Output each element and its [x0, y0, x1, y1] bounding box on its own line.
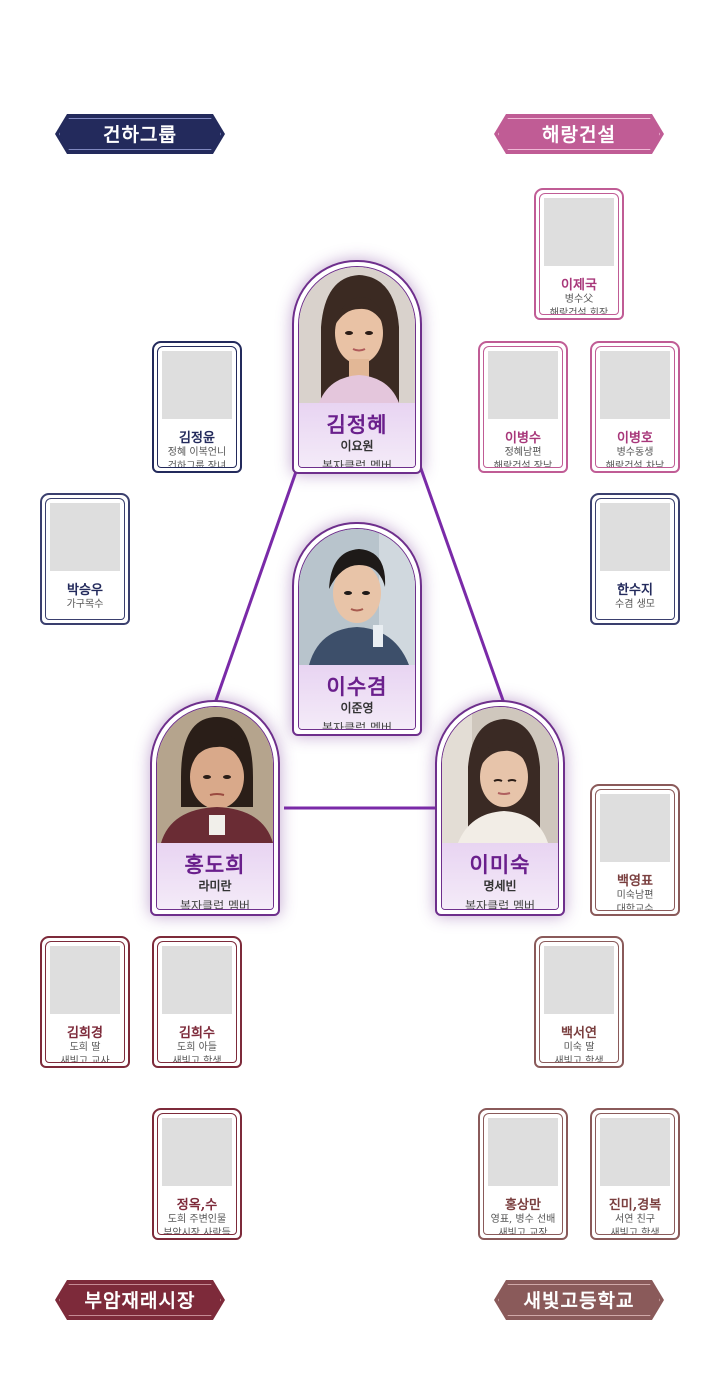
main-name: 이수겸	[326, 674, 388, 699]
card-role: 가구목수	[66, 599, 104, 610]
card-name: 이병호	[617, 431, 653, 446]
line-kim-hong	[212, 465, 300, 707]
group-label-saebit-text: 새빛고등학교	[498, 1284, 660, 1316]
group-label-buam: 부암재래시장	[55, 1280, 225, 1320]
card-youngpyo: 백영표 미숙남편 대학교수	[590, 784, 680, 916]
main-card-lee-sugyeom: 이수겸 이준영 복자클럽 멤버	[292, 522, 422, 736]
main-actor: 명세빈	[483, 879, 517, 893]
card-seoyeon: 백서연 미숙 딸 새빛고 학생	[534, 936, 624, 1068]
main-name: 김정혜	[326, 412, 388, 437]
main-actor: 이준영	[340, 701, 374, 715]
group-label-saebit: 새빛고등학교	[494, 1280, 664, 1320]
card-jeongok: 정옥,수 도희 주변인물 부암시장 사람들	[152, 1108, 242, 1240]
group-label-geonha: 건하그룹	[55, 114, 225, 154]
photo-placeholder	[544, 198, 614, 266]
main-role: 복자클럽 멤버	[321, 721, 393, 730]
card-name: 정옥,수	[176, 1198, 218, 1213]
main-actor: 이요원	[340, 439, 374, 453]
card-name: 이병수	[505, 431, 541, 446]
card-role: 영표, 병수 선배	[490, 1214, 556, 1225]
portrait-lee-sugyeom	[299, 529, 415, 665]
card-role: 대학교수	[616, 904, 654, 911]
card-name: 박승우	[67, 583, 103, 598]
photo-placeholder	[600, 351, 670, 419]
photo-placeholder	[600, 503, 670, 571]
photo-placeholder	[162, 1118, 232, 1186]
card-role: 해랑건설 장남	[493, 461, 553, 468]
card-name: 김희경	[67, 1026, 103, 1041]
card-role: 새빛고 학생	[172, 1056, 222, 1063]
photo-placeholder	[50, 946, 120, 1014]
card-huisu: 김희수 도희 아들 새빛고 학생	[152, 936, 242, 1068]
card-role: 미숙남편	[616, 890, 654, 901]
photo-placeholder	[488, 1118, 558, 1186]
card-role: 도희 주변인물	[167, 1214, 227, 1225]
card-role: 새빛고 교장	[498, 1228, 548, 1235]
portrait-hong-dohui	[157, 707, 273, 843]
portrait-lee-misuk	[442, 707, 558, 843]
group-label-haerang-text: 해랑건설	[498, 118, 660, 150]
portrait-kim-jeonghye	[299, 267, 415, 403]
card-name: 한수지	[617, 583, 653, 598]
card-role: 도희 딸	[69, 1042, 101, 1053]
card-byungsu: 이병수 정혜남편 해랑건설 장남	[478, 341, 568, 473]
card-jinmi: 진미,경복 서연 친구 새빛고 학생	[590, 1108, 680, 1240]
card-kimjungyun: 김정윤 정혜 이복언니 건하그룹 장녀	[152, 341, 242, 473]
main-name: 이미숙	[469, 852, 531, 877]
main-actor: 라미란	[198, 879, 232, 893]
main-role: 복자클럽 멤버	[179, 899, 251, 910]
card-role: 정혜 이복언니	[167, 447, 227, 458]
photo-placeholder	[600, 1118, 670, 1186]
card-role: 건하그룹 장녀	[167, 461, 227, 468]
card-name: 홍상만	[505, 1198, 541, 1213]
card-name: 진미,경복	[608, 1198, 662, 1213]
card-role: 수겸 생모	[615, 599, 655, 610]
card-name: 이제국	[561, 278, 597, 293]
card-role: 정혜남편	[504, 447, 542, 458]
group-label-buam-text: 부암재래시장	[59, 1284, 221, 1316]
photo-placeholder	[162, 351, 232, 419]
card-role: 해랑건설 회장	[549, 308, 609, 315]
card-role: 해랑건설 차남	[605, 461, 665, 468]
card-role: 서연 친구	[615, 1214, 655, 1225]
main-name: 홍도희	[184, 852, 246, 877]
card-sangman: 홍상만 영표, 병수 선배 새빛고 교장	[478, 1108, 568, 1240]
card-role: 부암시장 사람들	[163, 1228, 231, 1235]
card-seungwoo: 박승우 가구목수	[40, 493, 130, 625]
main-role: 복자클럽 멤버	[464, 899, 536, 910]
main-card-hong-dohui: 홍도희 라미란 복자클럽 멤버	[150, 700, 280, 916]
card-name: 백영표	[617, 874, 653, 889]
group-label-haerang: 해랑건설	[494, 114, 664, 154]
photo-placeholder	[50, 503, 120, 571]
card-role: 병수父	[564, 294, 594, 305]
card-suji: 한수지 수겸 생모	[590, 493, 680, 625]
group-label-geonha-text: 건하그룹	[59, 118, 221, 150]
card-role: 새빛고 학생	[610, 1228, 660, 1235]
card-role: 병수동생	[616, 447, 654, 458]
card-huikyung: 김희경 도희 딸 새빛고 교사	[40, 936, 130, 1068]
photo-placeholder	[544, 946, 614, 1014]
photo-placeholder	[600, 794, 670, 862]
photo-placeholder	[488, 351, 558, 419]
main-card-kim-jeonghye: 김정혜 이요원 복자클럽 멤버	[292, 260, 422, 474]
card-name: 김희수	[179, 1026, 215, 1041]
card-byungho: 이병호 병수동생 해랑건설 차남	[590, 341, 680, 473]
card-role: 새빛고 학생	[554, 1056, 604, 1063]
main-role: 복자클럽 멤버	[321, 459, 393, 468]
card-name: 백서연	[561, 1026, 597, 1041]
card-jegook: 이제국 병수父 해랑건설 회장	[534, 188, 624, 320]
card-role: 새빛고 교사	[60, 1056, 110, 1063]
card-role: 도희 아들	[177, 1042, 217, 1053]
card-name: 김정윤	[179, 431, 215, 446]
card-role: 미숙 딸	[563, 1042, 595, 1053]
main-card-lee-misuk: 이미숙 명세빈 복자클럽 멤버	[435, 700, 565, 916]
line-kim-misuk	[418, 465, 507, 707]
photo-placeholder	[162, 946, 232, 1014]
